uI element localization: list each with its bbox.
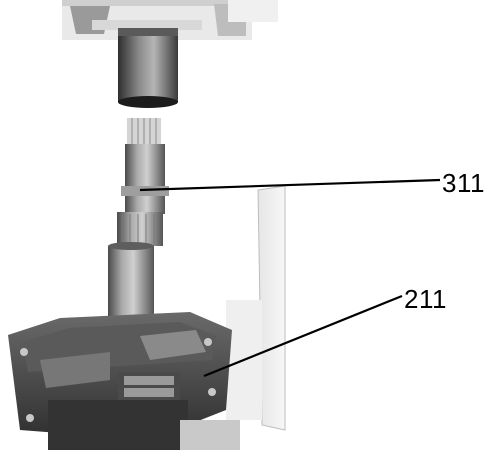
main-shaft <box>108 144 169 366</box>
leader-line-211 <box>203 294 403 378</box>
callout-label-311: 311 <box>442 168 485 198</box>
callout-label-211: 211 <box>404 284 447 314</box>
upper-bushing <box>118 28 178 108</box>
right-panel <box>226 185 286 431</box>
shaft-spline-top <box>127 118 161 144</box>
leader-line-311 <box>139 178 441 192</box>
base-housing <box>8 312 240 450</box>
upper-fixture <box>62 0 278 40</box>
